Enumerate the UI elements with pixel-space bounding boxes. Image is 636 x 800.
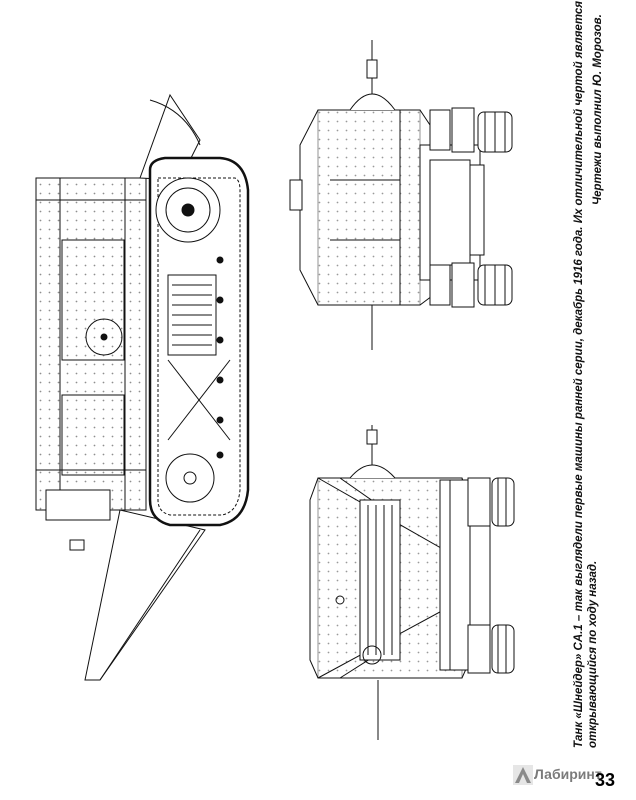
caption-line-1: Танк «Шнейдер» CA.1 – так выглядели перв… (573, 0, 585, 748)
labirint-logo-icon (513, 765, 533, 785)
page-number: 33 (595, 770, 616, 790)
rear-view-drawing (309, 425, 515, 740)
caption-line-2: открывающийся по ходу назад. (587, 560, 599, 748)
side-view-drawing (35, 93, 250, 681)
front-view-drawing (289, 40, 513, 350)
watermark-text: Лабиринт (534, 766, 602, 782)
drawing-credits: Чертежи выполнил Ю. Морозов. (592, 14, 604, 205)
